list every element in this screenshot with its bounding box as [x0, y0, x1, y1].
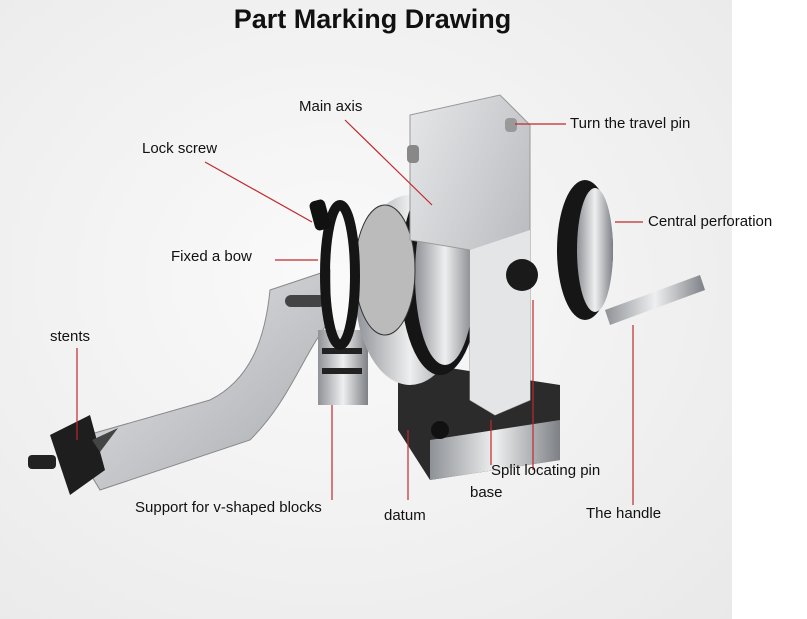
label-central-perforation: Central perforation — [648, 213, 773, 230]
stent-block — [50, 415, 105, 495]
label-split-locating-pin: Split locating pin — [491, 462, 601, 479]
label-stents: stents — [50, 328, 91, 345]
leader-lock-screw — [204, 161, 313, 223]
label-datum: datum — [384, 507, 426, 524]
fixed-bow — [320, 200, 360, 350]
page-title: Part Marking Drawing — [233, 4, 512, 34]
label-turn-travel-pin: Turn the travel pin — [570, 115, 691, 132]
label-base: base — [470, 484, 503, 501]
label-handle: The handle — [586, 505, 662, 522]
handle-rod — [605, 275, 705, 325]
label-lock-screw: Lock screw — [142, 140, 218, 157]
leader-main-axis — [344, 119, 433, 206]
arm-slot — [285, 295, 325, 307]
label-fixed-bow: Fixed a bow — [171, 248, 252, 265]
label-main-axis: Main axis — [299, 98, 363, 115]
label-support-v-blocks: Support for v-shaped blocks — [135, 499, 322, 516]
arm — [69, 269, 331, 491]
